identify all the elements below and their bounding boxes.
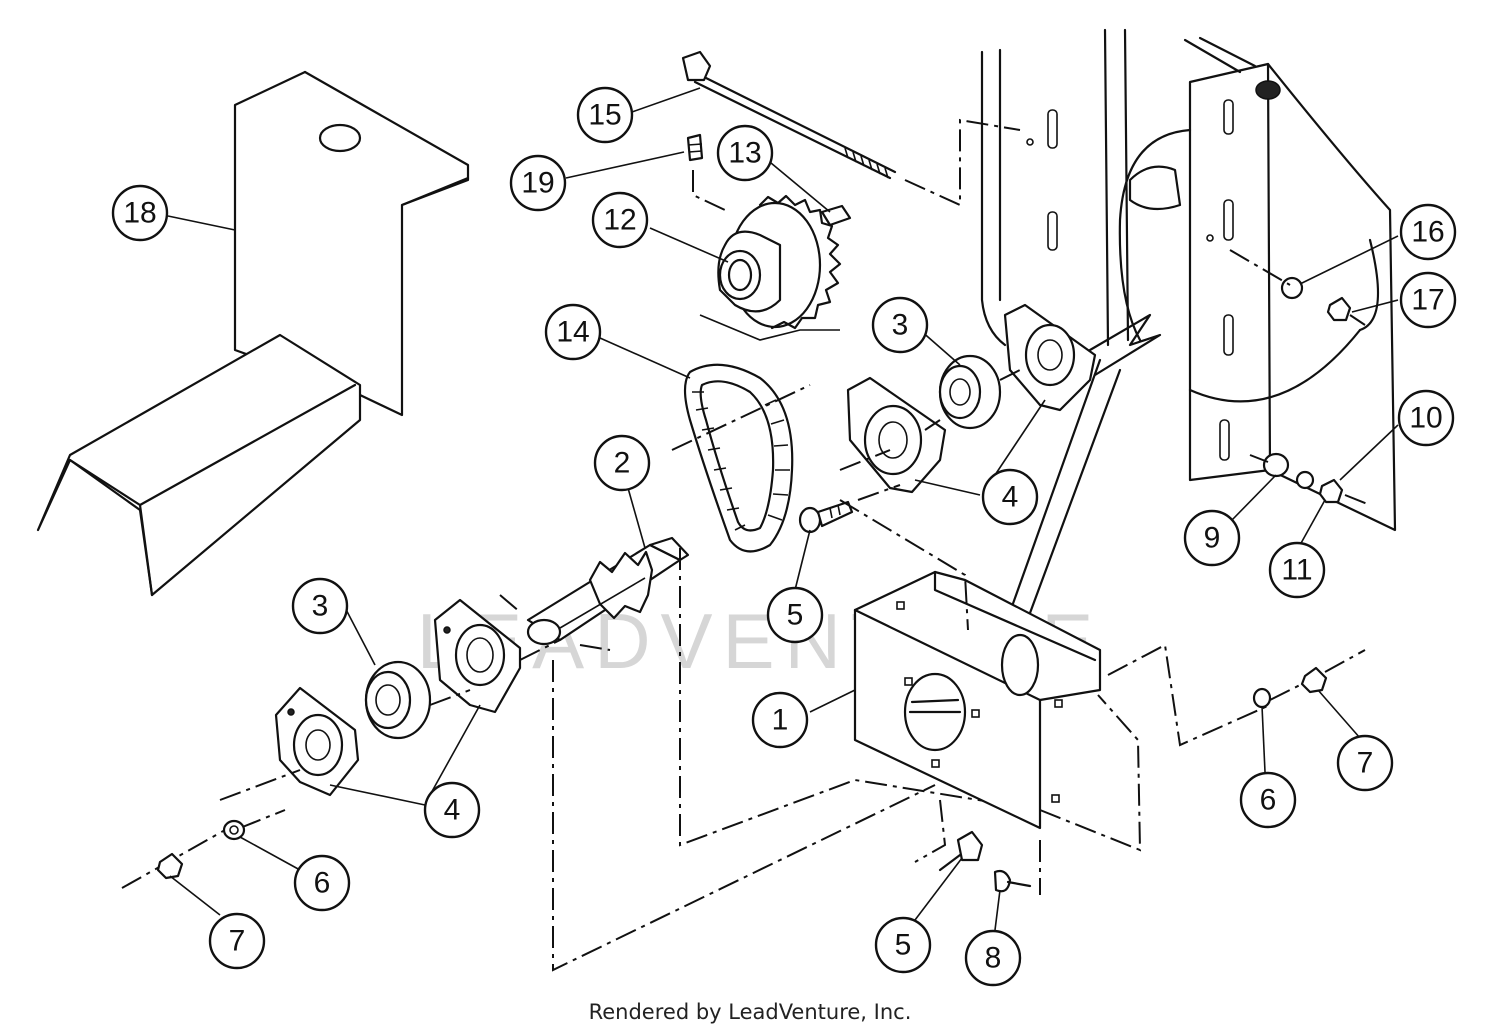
- callout-7-right: 7: [1336, 734, 1394, 792]
- callout-6-right: 6: [1239, 771, 1297, 829]
- callout-16: 16: [1399, 203, 1457, 261]
- footer-credit: Rendered by LeadVenture, Inc.: [588, 1000, 912, 1024]
- part-1-housing: [552, 499, 1271, 972]
- left-hardware: [156, 819, 246, 880]
- svg-text:6: 6: [314, 867, 331, 900]
- upper-bearing-assembly: [839, 303, 1162, 642]
- callout-8: 8: [964, 929, 1022, 987]
- callout-1: 1: [751, 691, 809, 749]
- svg-text:4: 4: [1002, 481, 1019, 514]
- right-hardware: [1229, 249, 1371, 709]
- callout-14: 14: [544, 303, 602, 361]
- part-18-shield: [36, 70, 470, 597]
- part-2-shaft: [499, 536, 1041, 847]
- part-14-chain: [671, 363, 811, 553]
- callout-18: 18: [111, 184, 169, 242]
- chassis-frame: [980, 28, 1397, 532]
- left-bearing-assembly: [121, 598, 561, 889]
- callout-10: 10: [1397, 389, 1455, 447]
- callout-3-lower: 3: [291, 577, 349, 635]
- callout-11: 11: [1268, 541, 1326, 599]
- callout-3-upper: 3: [871, 296, 929, 354]
- svg-text:6: 6: [1260, 784, 1277, 817]
- svg-text:10: 10: [1409, 402, 1442, 435]
- callout-5-lower: 5: [874, 916, 932, 974]
- svg-text:12: 12: [603, 204, 636, 237]
- svg-text:8: 8: [985, 942, 1002, 975]
- callout-9: 9: [1183, 509, 1241, 567]
- svg-text:14: 14: [556, 316, 589, 349]
- callout-15: 15: [576, 86, 634, 144]
- callout-17: 17: [1399, 271, 1457, 329]
- svg-text:3: 3: [892, 309, 909, 342]
- callout-2: 2: [593, 434, 651, 492]
- svg-text:2: 2: [614, 447, 631, 480]
- svg-text:11: 11: [1281, 554, 1312, 587]
- svg-text:13: 13: [728, 137, 761, 170]
- callout-4-lower: 4: [423, 781, 481, 839]
- svg-text:3: 3: [312, 590, 329, 623]
- part-12-sprocket: [699, 194, 842, 341]
- part-15-bolt: [681, 50, 1021, 207]
- svg-text:5: 5: [787, 599, 804, 632]
- svg-text:18: 18: [123, 197, 156, 230]
- svg-text:4: 4: [444, 794, 461, 827]
- callout-13: 13: [716, 124, 774, 182]
- svg-text:16: 16: [1411, 216, 1444, 249]
- part-5-screw-upper: [798, 484, 901, 534]
- svg-text:9: 9: [1204, 522, 1221, 555]
- svg-text:17: 17: [1411, 284, 1444, 317]
- svg-text:5: 5: [895, 929, 912, 962]
- svg-text:15: 15: [588, 99, 621, 132]
- svg-text:19: 19: [521, 167, 554, 200]
- part-19-setscrew: [686, 133, 726, 211]
- svg-text:7: 7: [229, 925, 246, 958]
- callout-7-left: 7: [208, 912, 266, 970]
- svg-text:7: 7: [1357, 747, 1374, 780]
- callout-12: 12: [591, 191, 649, 249]
- svg-text:1: 1: [772, 704, 789, 737]
- callout-6-left: 6: [293, 854, 351, 912]
- callout-4-upper: 4: [981, 468, 1039, 526]
- callout-5-upper: 5: [766, 586, 824, 644]
- callout-19: 19: [509, 154, 567, 212]
- lower-hardware: [938, 830, 1032, 893]
